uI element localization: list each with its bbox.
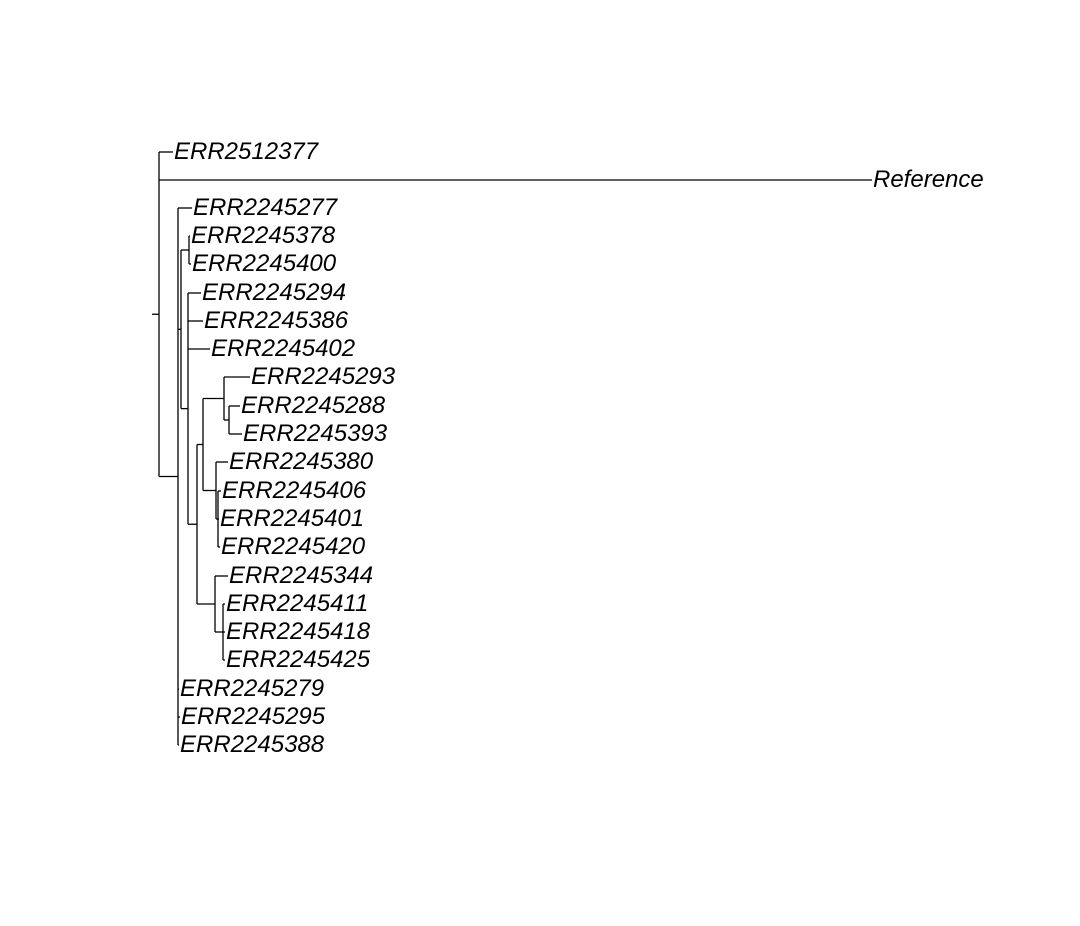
tip-label-err2245402: ERR2245402	[211, 335, 356, 362]
tip-label-err2245293: ERR2245293	[251, 363, 396, 390]
tip-label-err2245388: ERR2245388	[180, 731, 325, 758]
tip-label-reference: Reference	[873, 166, 984, 193]
tip-label-err2245294: ERR2245294	[202, 279, 347, 306]
tip-label-err2245288: ERR2245288	[241, 392, 386, 419]
tip-label-err2245401: ERR2245401	[220, 505, 365, 532]
tip-label-err2512377: ERR2512377	[174, 138, 319, 165]
tip-label-err2245295: ERR2245295	[181, 703, 326, 730]
tip-label-err2245277: ERR2245277	[193, 194, 338, 221]
tree-branches	[152, 151, 872, 746]
tip-label-err2245418: ERR2245418	[226, 618, 371, 645]
tip-label-err2245378: ERR2245378	[191, 222, 336, 249]
tip-label-err2245400: ERR2245400	[192, 250, 337, 277]
tip-label-err2245393: ERR2245393	[243, 420, 388, 447]
tip-label-err2245425: ERR2245425	[226, 646, 371, 673]
tip-label-err2245386: ERR2245386	[204, 307, 349, 334]
tip-label-err2245380: ERR2245380	[229, 448, 374, 475]
tip-label-err2245344: ERR2245344	[229, 562, 374, 589]
tip-label-err2245411: ERR2245411	[226, 590, 369, 617]
tip-label-err2245279: ERR2245279	[180, 675, 325, 702]
tip-label-err2245420: ERR2245420	[221, 533, 366, 560]
tip-label-err2245406: ERR2245406	[222, 477, 367, 504]
